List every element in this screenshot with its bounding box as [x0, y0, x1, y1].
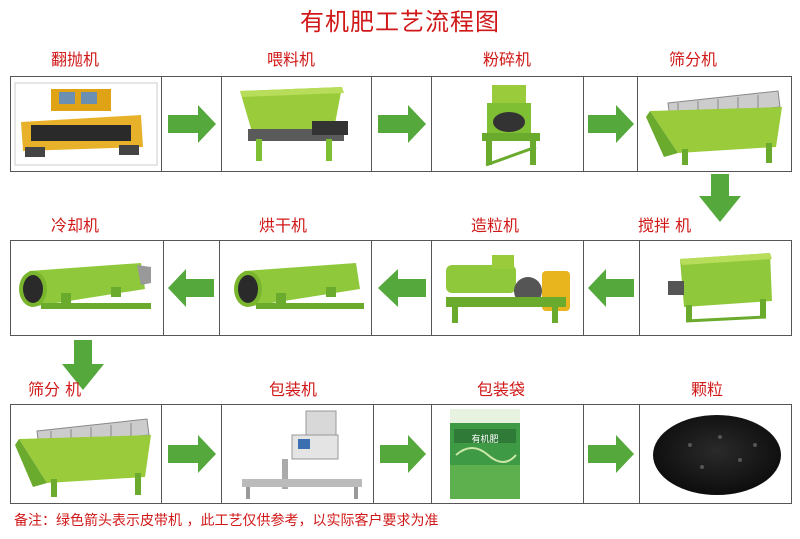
- label-mixer: 搅拌 机: [630, 212, 778, 236]
- crusher-image: [432, 77, 584, 171]
- cell-arrow-3: [583, 77, 637, 171]
- label-packing-bag: 包装袋: [426, 376, 576, 400]
- cell-dryer: [219, 241, 371, 335]
- cell-mixer: [639, 241, 793, 335]
- left-arrow-icon: [584, 241, 640, 335]
- label-granulator: 造粒机: [420, 212, 570, 236]
- label-packing-machine: 包装机: [218, 376, 368, 400]
- cell-arrow-1: [161, 77, 221, 171]
- drum-screener-image: [11, 405, 161, 503]
- cell-turner: [11, 77, 161, 171]
- granulator-image: [432, 241, 584, 335]
- cell-arrow-9: [583, 405, 639, 503]
- cell-arrow-7: [161, 405, 221, 503]
- right-arrow-icon: [162, 405, 222, 503]
- cell-granulator: [431, 241, 583, 335]
- label-screener-1: 筛分机: [618, 46, 768, 70]
- cell-arrow-4: [163, 241, 219, 335]
- compost-turner-image: [11, 77, 161, 171]
- cell-arrow-8: [373, 405, 431, 503]
- label-screener-2: 筛分 机: [28, 376, 168, 400]
- cell-feeder: [221, 77, 371, 171]
- right-arrow-icon: [584, 77, 638, 171]
- right-arrow-icon: [372, 77, 432, 171]
- cell-packing-machine: [221, 405, 373, 503]
- process-row-3: 有机肥: [10, 404, 792, 504]
- right-arrow-icon: [584, 405, 640, 503]
- feeder-image: [222, 77, 372, 171]
- drum-screener-image: [638, 77, 794, 171]
- fertilizer-bag-image: [432, 405, 584, 503]
- cell-arrow-5: [371, 241, 431, 335]
- right-arrow-icon: [162, 77, 222, 171]
- rotary-dryer-image: [220, 241, 372, 335]
- cell-arrow-6: [583, 241, 639, 335]
- horizontal-mixer-image: [640, 241, 794, 335]
- footnote: 备注：绿色箭头表示皮带机 ，此工艺仅供参考，以实际客户要求为准: [14, 510, 438, 530]
- cell-screener-2: [11, 405, 161, 503]
- label-crusher: 粉碎机: [432, 46, 582, 70]
- process-row-2: [10, 240, 792, 336]
- left-arrow-icon: [372, 241, 432, 335]
- cell-cooler: [11, 241, 163, 335]
- cell-crusher: [431, 77, 583, 171]
- label-dryer: 烘干机: [208, 212, 358, 236]
- cell-arrow-2: [371, 77, 431, 171]
- packing-machine-image: [222, 405, 374, 503]
- left-arrow-icon: [164, 241, 220, 335]
- label-feeder: 喂料机: [216, 46, 366, 70]
- process-row-1: [10, 76, 792, 172]
- cell-packing-bag: 有机肥: [431, 405, 583, 503]
- cell-screener-1: [637, 77, 793, 171]
- label-turner: 翻抛机: [0, 46, 150, 70]
- right-arrow-icon: [374, 405, 432, 503]
- bag-text: 有机肥: [454, 432, 516, 445]
- granules-image: [640, 405, 794, 503]
- diagram-title: 有机肥工艺流程图: [0, 2, 800, 37]
- label-granules: 颗粒: [632, 376, 782, 400]
- cell-granules: [639, 405, 793, 503]
- label-cooler: 冷却机: [0, 212, 150, 236]
- rotary-cooler-image: [11, 241, 163, 335]
